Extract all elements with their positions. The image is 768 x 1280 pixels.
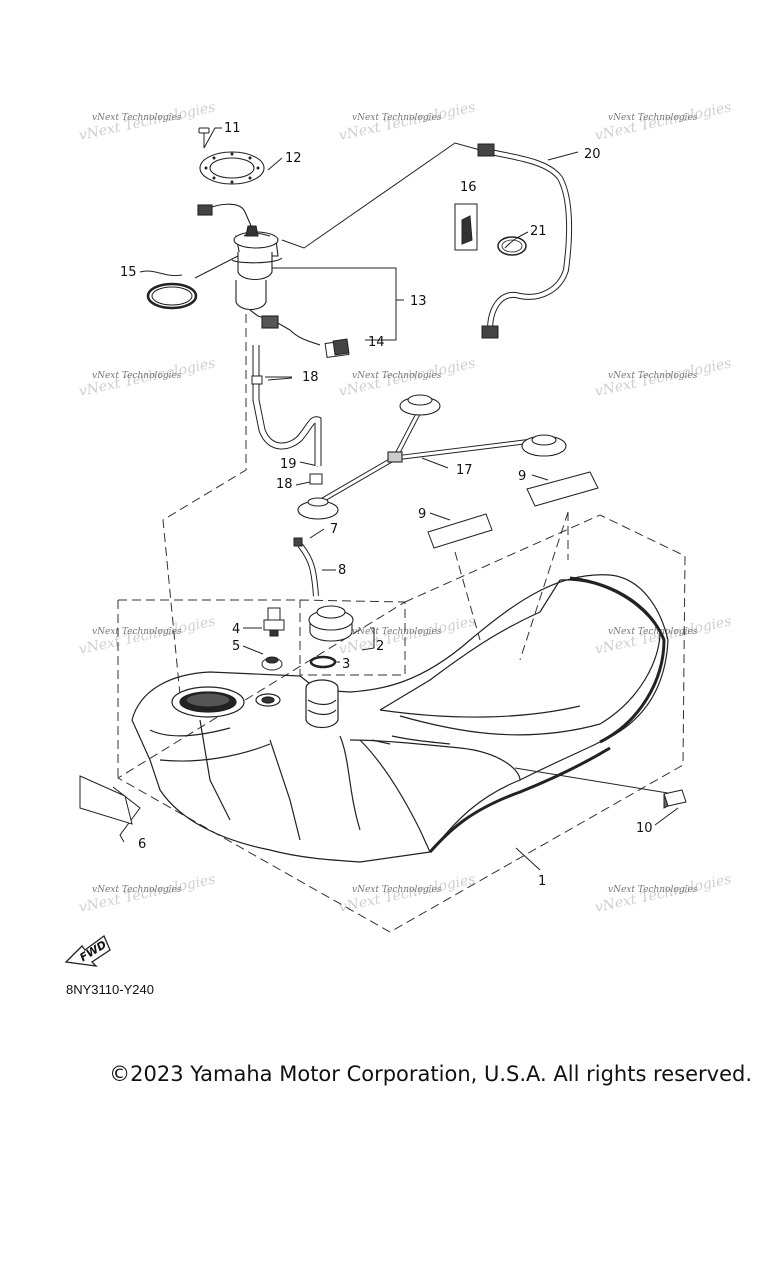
callout-8: 8 [338,563,346,578]
hose-part-8 [297,543,319,597]
callout-9: 9 [518,469,526,484]
dashed-guides [117,300,686,933]
svg-text:vNext Technologies: vNext Technologies [352,885,442,895]
svg-text:vNext Technologies: vNext Technologies [352,113,442,123]
cap-outline-box [299,599,406,676]
fitting-part-18 [251,375,323,485]
svg-text:vNext Technologies: vNext Technologies [352,371,442,381]
callout-21: 21 [530,224,547,239]
clamp-part-21 [497,236,527,256]
pad-leader [454,551,481,641]
callout-1: 1 [538,874,546,889]
fuel-pump-part-13 [197,203,321,346]
svg-text:vNext Technologies: vNext Technologies [608,113,698,123]
clip-part-16 [454,203,478,251]
callout-9: 9 [418,507,426,522]
breather-hose-part-19 [252,345,322,466]
clip-part-7 [293,537,303,547]
pump-leader [162,300,247,696]
svg-text:vNext Technologies: vNext Technologies [92,885,182,895]
bolt-part-11 [198,127,210,145]
svg-text:vNext Technologies: vNext Technologies [92,371,182,381]
callout-15: 15 [120,265,137,280]
callout-16: 16 [460,180,477,195]
tank-outline-box [117,514,686,933]
svg-text:vNext Technologies: vNext Technologies [352,627,442,637]
callout-18: 18 [276,477,293,492]
pad-part-9 [427,471,599,549]
callout-2: 2 [376,639,384,654]
leader-lines [112,127,681,871]
callout-4: 4 [232,622,240,637]
callout-5: 5 [232,639,240,654]
callout-18: 18 [302,370,319,385]
fuel-cap-part-2 [308,605,354,642]
callout-7: 7 [330,522,338,537]
grommet-part-5 [261,656,283,671]
svg-text:vNext Technologies: vNext Technologies [92,627,182,637]
plate-part-12 [199,151,265,185]
forward-arrow-icon: FWD [64,934,111,967]
callout-20: 20 [584,147,601,162]
damper-part-10 [663,789,687,809]
fuel-tank-part-1 [131,574,669,863]
callout-14: 14 [368,335,385,350]
label-part-6 [79,775,133,825]
svg-text:vNext Technologies: vNext Technologies [92,113,182,123]
connector-part-14 [324,338,350,359]
copyright-notice: ©2023 Yamaha Motor Corporation, U.S.A. A… [109,1062,752,1086]
valve-part-4 [263,607,285,637]
gasket-part-3 [309,655,337,669]
hose-part-20 [477,143,573,339]
vent-assembly-part-17 [297,394,567,520]
pad-leader [519,511,569,661]
svg-text:vNext Technologies: vNext Technologies [608,627,698,637]
callout-6: 6 [138,837,146,852]
callout-3: 3 [342,657,350,672]
svg-text:vNext Technologies: vNext Technologies [608,371,698,381]
callout-17: 17 [456,463,473,478]
callout-13: 13 [410,294,427,309]
svg-text:vNext Technologies: vNext Technologies [608,885,698,895]
oring-part-15 [146,282,198,310]
callout-10: 10 [636,821,653,836]
figure-code: 8NY3110-Y240 [66,982,154,997]
callout-19: 19 [280,457,297,472]
callout-12: 12 [285,151,302,166]
callout-labels: 1 2 3 4 5 6 7 8 9 9 10 11 12 13 14 15 16… [120,121,653,889]
callout-11: 11 [224,121,241,136]
